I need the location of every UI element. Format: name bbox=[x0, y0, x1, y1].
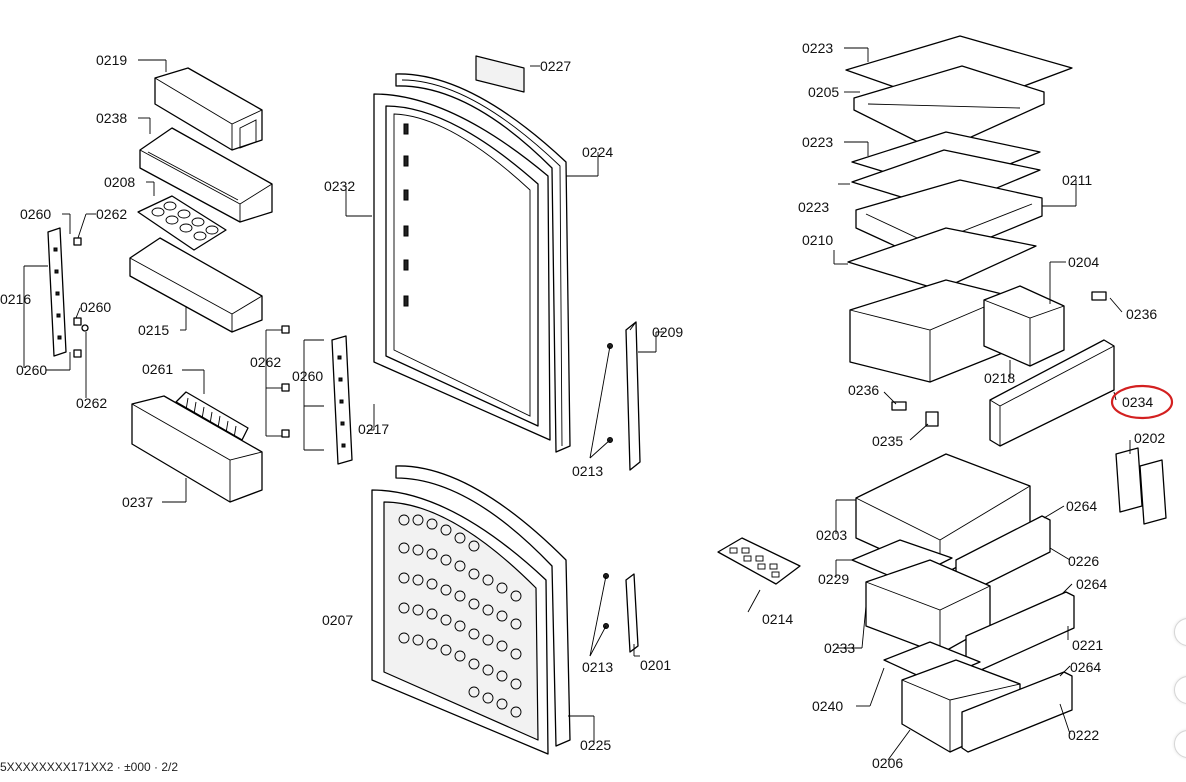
part-0234-cover-panel bbox=[989, 339, 1115, 447]
label-0224: 0224 bbox=[582, 144, 613, 160]
label-0209: 0209 bbox=[652, 324, 683, 340]
part-0208-egg-tray bbox=[137, 195, 227, 251]
label-0223: 0223 bbox=[798, 199, 829, 215]
label-0206: 0206 bbox=[872, 755, 903, 771]
part-0237-door-shelf bbox=[131, 395, 263, 503]
label-0260: 0260 bbox=[16, 362, 47, 378]
part-0217-side-rail bbox=[331, 335, 353, 465]
label-0261: 0261 bbox=[142, 361, 173, 377]
label-0264: 0264 bbox=[1066, 498, 1097, 514]
label-0215: 0215 bbox=[138, 322, 169, 338]
label-0207: 0207 bbox=[322, 612, 353, 628]
part-0216-side-rail bbox=[47, 227, 67, 357]
label-0238: 0238 bbox=[96, 110, 127, 126]
label-0225: 0225 bbox=[580, 737, 611, 753]
part-0227-label bbox=[475, 55, 525, 93]
part-0209-handle bbox=[625, 321, 641, 471]
screws-lower bbox=[603, 573, 609, 629]
clips-right bbox=[891, 291, 1107, 427]
part-0201-handle bbox=[625, 573, 639, 653]
label-0234: 0234 bbox=[1122, 394, 1153, 410]
label-0240: 0240 bbox=[812, 698, 843, 714]
label-0201: 0201 bbox=[640, 657, 671, 673]
label-0227: 0227 bbox=[540, 58, 571, 74]
label-0229: 0229 bbox=[818, 571, 849, 587]
label-0237: 0237 bbox=[122, 494, 153, 510]
part-0214-ice-tray bbox=[717, 537, 801, 585]
label-0218: 0218 bbox=[984, 370, 1015, 386]
clips-middle bbox=[281, 325, 290, 438]
leader-lines bbox=[23, 47, 1131, 761]
label-0262: 0262 bbox=[76, 395, 107, 411]
label-0211: 0211 bbox=[1062, 172, 1092, 188]
part-labels: 0219 0238 0208 0260 0262 0216 0260 0260 … bbox=[0, 40, 1165, 771]
label-0226: 0226 bbox=[1068, 553, 1099, 569]
label-0204: 0204 bbox=[1068, 254, 1099, 270]
label-0232: 0232 bbox=[324, 178, 355, 194]
label-0222: 0222 bbox=[1068, 727, 1099, 743]
part-0232-upper-gasket bbox=[373, 93, 551, 441]
label-0223: 0223 bbox=[802, 134, 833, 150]
footer-caption: 5XXXXXXXX171XX2 · ±000 · 2/2 bbox=[0, 760, 179, 774]
part-0225-lower-door bbox=[395, 465, 571, 747]
clips-left bbox=[73, 237, 89, 358]
label-0260: 0260 bbox=[80, 299, 111, 315]
label-0208: 0208 bbox=[104, 174, 135, 190]
label-0260: 0260 bbox=[20, 206, 51, 222]
label-0203: 0203 bbox=[816, 527, 847, 543]
label-0214: 0214 bbox=[762, 611, 793, 627]
label-0262: 0262 bbox=[96, 206, 127, 222]
part-0215-door-shelf bbox=[129, 237, 263, 333]
part-0205-shelf-frame bbox=[853, 65, 1045, 153]
label-0205: 0205 bbox=[808, 84, 839, 100]
part-0218-small-drawer bbox=[983, 285, 1065, 367]
label-0213: 0213 bbox=[582, 659, 613, 675]
label-0217: 0217 bbox=[358, 421, 389, 437]
label-0216: 0216 bbox=[0, 291, 31, 307]
label-0223: 0223 bbox=[802, 40, 833, 56]
part-0210-glass bbox=[847, 227, 1037, 291]
label-0213: 0213 bbox=[572, 463, 603, 479]
part-0219-small-rack bbox=[154, 67, 263, 151]
label-0260: 0260 bbox=[292, 368, 323, 384]
label-0210: 0210 bbox=[802, 232, 833, 248]
label-0264: 0264 bbox=[1076, 576, 1107, 592]
part-0207-lower-gasket bbox=[371, 489, 549, 755]
label-0219: 0219 bbox=[96, 52, 127, 68]
label-0221: 0221 bbox=[1072, 637, 1103, 653]
part-0224-upper-door bbox=[395, 73, 571, 453]
label-0236: 0236 bbox=[1126, 306, 1157, 322]
label-0202: 0202 bbox=[1134, 430, 1165, 446]
label-0233: 0233 bbox=[824, 640, 855, 656]
label-0264: 0264 bbox=[1070, 659, 1101, 675]
part-0238-door-shelf bbox=[139, 127, 273, 223]
highlight-ring bbox=[1110, 384, 1174, 420]
part-0202-panels bbox=[1115, 447, 1167, 525]
label-0236: 0236 bbox=[848, 382, 879, 398]
label-0235: 0235 bbox=[872, 433, 903, 449]
label-0262: 0262 bbox=[250, 354, 281, 370]
